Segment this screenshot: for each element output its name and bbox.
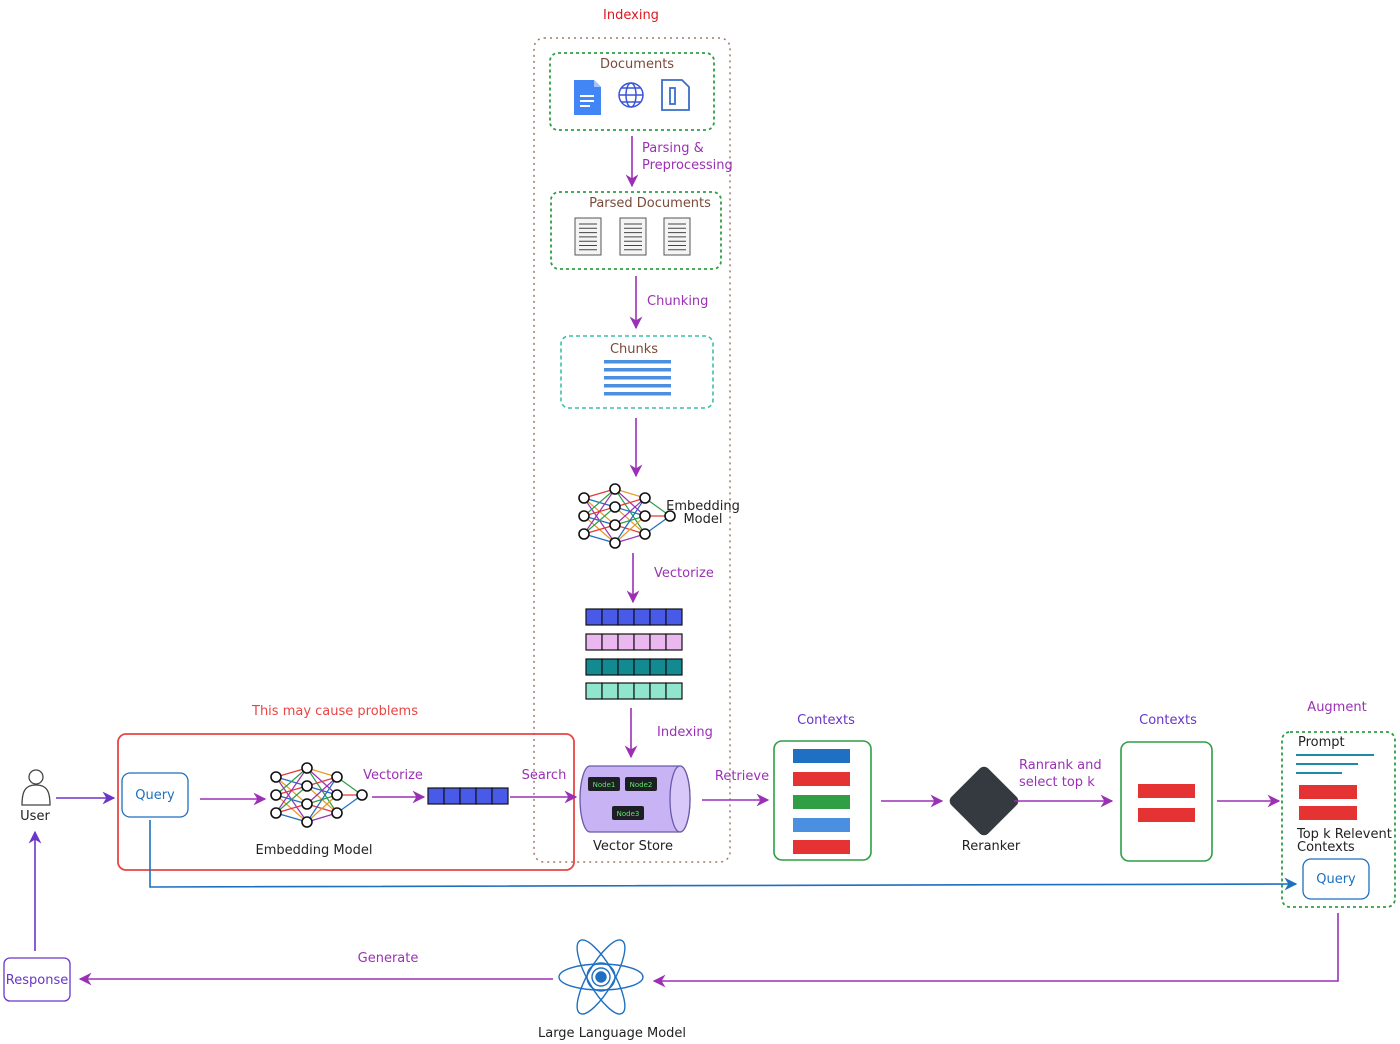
node-3-label: Node3 (617, 810, 640, 818)
augment-chunk-1 (1299, 785, 1357, 799)
node-1-label: Node1 (593, 781, 616, 789)
chunking-label: Chunking (647, 294, 708, 309)
contexts-2-box (1120, 741, 1213, 862)
indexing-embedding-label-2: Model (683, 512, 722, 527)
query-box (121, 772, 189, 818)
query-embedding-model-icon (270, 762, 368, 828)
rerank-label-2: select top k (1019, 775, 1095, 790)
prompt-label: Prompt (1298, 735, 1345, 750)
response-label: Response (6, 973, 68, 988)
context-chunk-3 (793, 795, 850, 809)
search-label: Search (522, 768, 567, 783)
google-doc-icon (574, 80, 601, 115)
rerank-label-1: Ranrank and (1019, 758, 1102, 773)
chunk-lines (604, 360, 671, 396)
parsing-label-2: Preprocessing (642, 158, 733, 173)
query-vectorize-label: Vectorize (363, 768, 423, 783)
contexts-2-title: Contexts (1139, 713, 1197, 728)
context-chunk-2 (793, 772, 850, 786)
augment-title: Augment (1307, 700, 1366, 715)
prompt-line-2 (1296, 763, 1358, 765)
documents-label: Documents (600, 57, 674, 72)
indexing-container (533, 37, 731, 863)
vector-store (579, 765, 691, 833)
generate-label: Generate (358, 951, 419, 966)
topk-chunk-2 (1138, 808, 1195, 822)
topk-label-1: Top k Relevent (1296, 827, 1392, 842)
warning-label: This may cause problems (251, 704, 418, 719)
embedding-vector-row (585, 608, 683, 626)
augment-chunk-2 (1299, 806, 1357, 820)
documents-box (549, 52, 715, 131)
retrieve-label: Retrieve (715, 769, 769, 784)
parsed-document-icon (663, 217, 691, 256)
contexts-1-title: Contexts (797, 713, 855, 728)
response-box (3, 957, 71, 1002)
context-chunk-5 (793, 840, 850, 854)
augment-to-llm-arrow (652, 913, 1339, 988)
user-label: User (20, 809, 50, 824)
parsed-document-icons (574, 217, 691, 256)
prompt-query-label: Query (1316, 872, 1356, 887)
reranker-label: Reranker (962, 839, 1021, 854)
prompt-query-box (1302, 858, 1370, 900)
topk-chunk-1 (1138, 784, 1195, 798)
indexing-store-label: Indexing (657, 725, 713, 740)
query-embedding-label: Embedding Model (256, 843, 373, 858)
embedding-vector-row (585, 682, 683, 700)
embedding-vector-row (585, 658, 683, 676)
node-2-label: Node2 (630, 781, 653, 789)
indexing-embedding-label-1: Embedding (666, 499, 740, 514)
globe-icon (618, 82, 644, 108)
prompt-line-1 (1296, 754, 1374, 756)
parsed-document-icon (619, 217, 647, 256)
indexing-vectorize-label: Vectorize (654, 566, 714, 581)
query-passthrough-arrow (149, 820, 1298, 891)
parsed-document-icon (574, 217, 602, 256)
vector-store-label: Vector Store (593, 839, 673, 854)
prompt-line-3 (1296, 772, 1342, 774)
indexing-embedding-model-icon (578, 483, 676, 549)
query-vector (427, 787, 509, 805)
llm-atom-icon (558, 939, 644, 1015)
topk-label-2: Contexts (1297, 840, 1355, 855)
chunks-label: Chunks (610, 342, 658, 357)
parsing-label-1: Parsing & (642, 141, 704, 156)
context-chunk-4 (793, 818, 850, 832)
pdf-file-icon (661, 79, 690, 111)
context-chunk-1 (793, 749, 850, 763)
llm-label: Large Language Model (538, 1026, 686, 1041)
embedding-vectors (585, 608, 683, 700)
embedding-vector-row (585, 633, 683, 651)
indexing-title: Indexing (603, 8, 659, 23)
parsed-documents-label: Parsed Documents (589, 196, 711, 211)
chunks-box (560, 335, 714, 409)
reranker-diamond (949, 766, 1019, 836)
user-icon (21, 769, 51, 806)
augment-box (1281, 731, 1396, 908)
query-label: Query (135, 788, 175, 803)
